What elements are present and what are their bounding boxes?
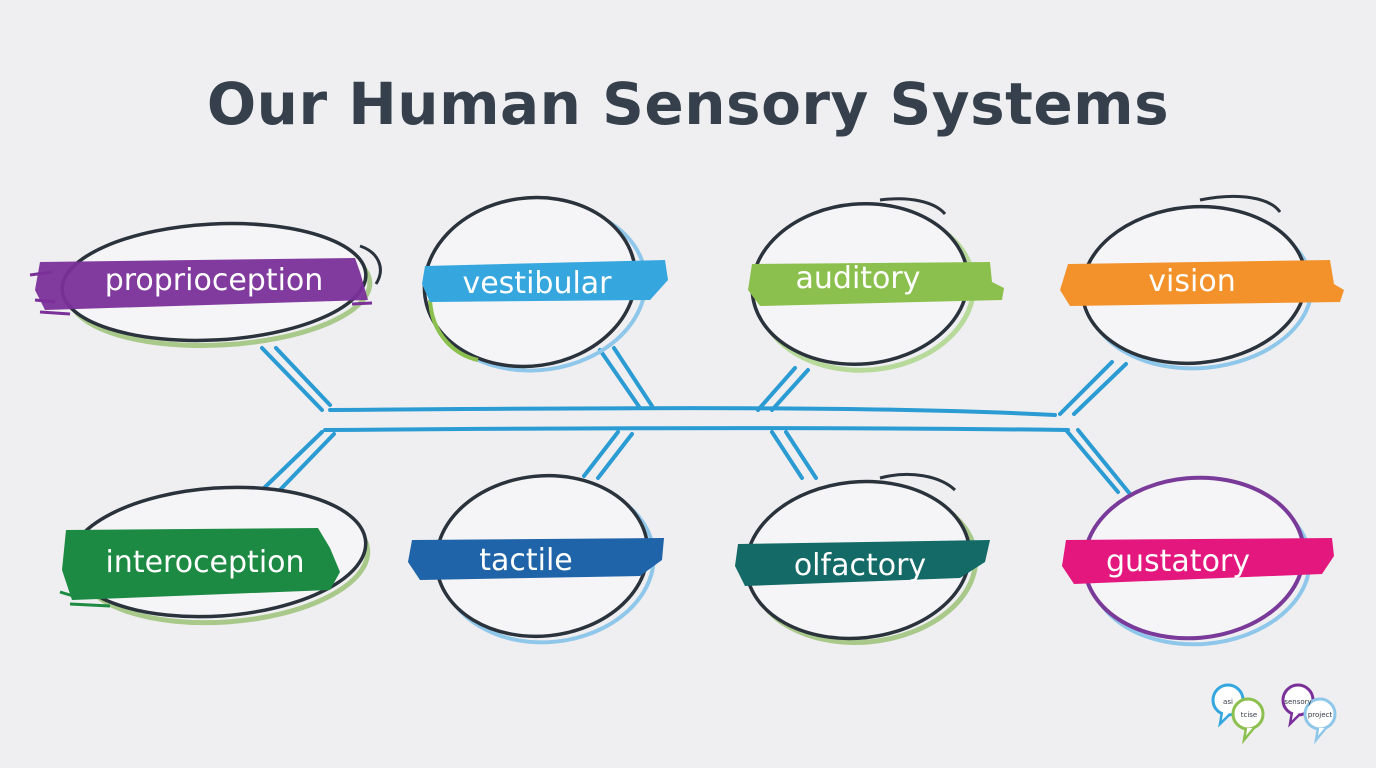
connector-network [260, 346, 1132, 496]
brush-stroke [62, 528, 340, 600]
speech-bubbles-icon [1281, 683, 1337, 745]
node-label: vision [1148, 264, 1235, 299]
brush-stroke [735, 540, 990, 586]
brush-stroke [408, 538, 664, 580]
logo-asi-tcise: asi tcise [1211, 683, 1265, 745]
brush-stroke [422, 260, 668, 302]
speech-bubbles-icon [1211, 683, 1265, 745]
brush-stroke [35, 258, 368, 310]
node-outline-tail [879, 197, 947, 216]
node-outline-tail [359, 244, 382, 285]
node-proprioception: proprioception [29, 221, 382, 348]
logo-text: project [1308, 711, 1333, 719]
logo-text: asi [1223, 698, 1233, 706]
node-label: interoception [105, 545, 304, 580]
logo-sensory-project: sensory project [1281, 683, 1337, 745]
brush-bristles [29, 270, 373, 316]
node-label: auditory [796, 261, 921, 296]
node-label: olfactory [794, 548, 926, 583]
node-label: vestibular [462, 266, 612, 301]
node-label: gustatory [1106, 544, 1250, 579]
brush-bristles [59, 590, 111, 608]
brush-stroke [748, 262, 1004, 306]
logo-text: sensory [1284, 698, 1311, 706]
node-gustatory: gustatory [1062, 475, 1334, 647]
node-vestibular: vestibular [422, 195, 668, 373]
node-label: tactile [479, 543, 573, 578]
logo-text: tcise [1241, 711, 1258, 719]
node-outline-tail [879, 472, 957, 492]
brush-stroke [1062, 538, 1334, 584]
node-interoception: interoception [59, 485, 371, 626]
node-auditory: auditory [748, 197, 1004, 373]
node-accent-arc [428, 299, 479, 362]
node-label: proprioception [105, 263, 324, 298]
node-outline-tail [1199, 194, 1282, 213]
page-title: Our Human Sensory Systems [206, 70, 1170, 138]
node-olfactory: olfactory [735, 472, 990, 645]
node-vision: vision [1060, 194, 1344, 371]
node-tactile: tactile [408, 473, 664, 645]
brush-stroke [1060, 260, 1344, 306]
